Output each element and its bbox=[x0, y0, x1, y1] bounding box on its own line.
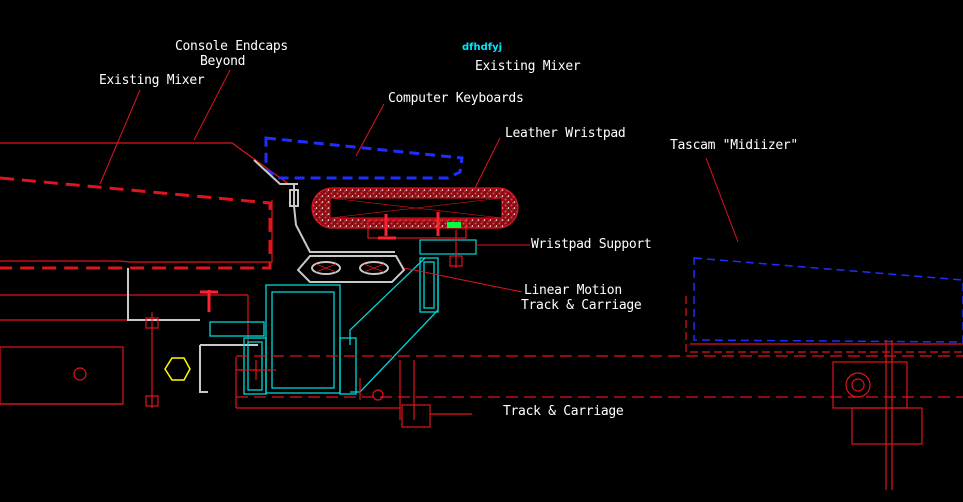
computer-keyboard-outline bbox=[264, 136, 464, 180]
linear-motion-track-carriage bbox=[209, 257, 439, 395]
console-endcaps-label: Console Endcaps bbox=[175, 39, 288, 54]
track-carriage-label: Track & Carriage bbox=[503, 404, 624, 419]
existing-mixer-top-label: Existing Mixer bbox=[475, 59, 581, 74]
clamp-slot-hatching bbox=[315, 263, 385, 273]
wristpad-support bbox=[367, 212, 477, 268]
hex-nut-icon bbox=[164, 357, 191, 381]
track-and-carriage bbox=[235, 355, 963, 428]
tascam-support-frame bbox=[685, 296, 963, 490]
existing-mixer-left-body bbox=[0, 142, 291, 405]
linear-motion-label: Linear Motion bbox=[524, 283, 622, 298]
stray-text-label: dfhdfyj bbox=[462, 42, 502, 53]
linear-motion-track-label: Track & Carriage bbox=[521, 298, 642, 313]
leader-lines bbox=[99, 69, 739, 293]
tascam-midiizer-label: Tascam "Midiizer" bbox=[670, 138, 798, 153]
linear-motion-clamp bbox=[296, 255, 406, 283]
computer-keyboards-label: Computer Keyboards bbox=[388, 91, 523, 106]
existing-mixer-left-label: Existing Mixer bbox=[99, 73, 205, 88]
tascam-midiizer-outline bbox=[693, 257, 963, 343]
console-endcaps-beyond-label: Beyond bbox=[200, 54, 245, 69]
wristpad-support-label: Wristpad Support bbox=[531, 237, 651, 252]
leather-wristpad bbox=[311, 187, 519, 229]
mounting-bolts bbox=[145, 290, 276, 408]
existing-mixer-left-dashed-outline bbox=[0, 176, 272, 270]
leather-wristpad-label: Leather Wristpad bbox=[505, 126, 625, 141]
